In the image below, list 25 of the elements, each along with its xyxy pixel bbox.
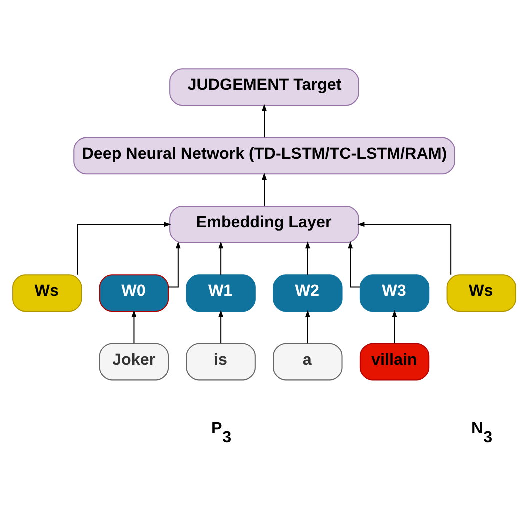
arrow: [76, 222, 171, 274]
node-box: Deep Neural Network (TD-LSTM/TC-LSTM/RAM): [73, 136, 455, 174]
node-box: W1: [186, 274, 256, 312]
arrow: [218, 310, 224, 344]
node-box: Embedding Layer: [169, 205, 359, 243]
arrow: [304, 310, 310, 344]
arrow: [357, 222, 452, 274]
node-box: Joker: [98, 342, 169, 380]
arrow: [218, 241, 224, 274]
arrow: [392, 310, 397, 344]
arrow: [304, 241, 310, 274]
node-box: W2: [272, 274, 342, 312]
node-box: is: [186, 342, 256, 380]
node-box: Ws: [12, 274, 82, 312]
node-box: JUDGEMENT Target: [169, 68, 359, 106]
arrow: [131, 310, 136, 344]
arrow: [348, 241, 360, 288]
node-box: Ws: [446, 274, 516, 312]
node-box: villain: [359, 342, 430, 380]
arrow: [262, 172, 266, 206]
arrow: [262, 104, 266, 138]
arrow: [168, 241, 180, 288]
node-box: W0: [98, 274, 169, 312]
node-box: a: [272, 342, 342, 380]
node-box: W3: [359, 274, 430, 312]
